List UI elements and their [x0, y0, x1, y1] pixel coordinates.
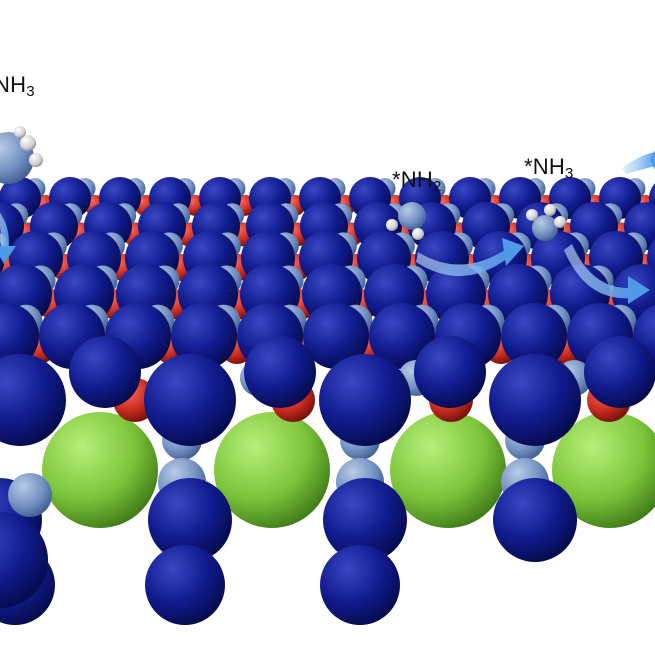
- atom-dark-blue: [69, 336, 141, 408]
- adsorbed-molecules: [0, 126, 566, 241]
- label-star-nh3: *NH3: [524, 154, 573, 182]
- atom-dark-blue: [145, 545, 225, 625]
- label-star-nh2: *NH2: [392, 167, 441, 195]
- atom-layers: [0, 177, 655, 625]
- atom-dark-blue: [501, 303, 567, 369]
- atom-hydrogen: [554, 216, 566, 228]
- atom-hydrogen: [412, 228, 424, 240]
- atom-dark-blue: [369, 303, 435, 369]
- label-star-nh2-main: *NH: [392, 167, 433, 192]
- atom-dark-blue: [414, 336, 486, 408]
- atom-dark-blue: [319, 354, 411, 446]
- curved-arrow-icon: [0, 212, 16, 264]
- atom-dark-blue: [323, 478, 407, 562]
- molecule-nh2: [386, 202, 426, 240]
- label-star-nh2-sub: 2: [432, 178, 442, 195]
- atom-hydrogen: [14, 126, 26, 138]
- atom-dark-blue: [0, 354, 66, 446]
- atom-dark-blue: [303, 303, 369, 369]
- molecule-nh3: [526, 204, 566, 241]
- atom-light-blue: [8, 473, 52, 517]
- atom-hydrogen: [544, 204, 556, 216]
- atom-hydrogen: [29, 153, 43, 167]
- label-star-nh3-main: *NH: [524, 154, 565, 179]
- atom-hydrogen: [526, 209, 538, 221]
- atom-green: [42, 412, 158, 528]
- atom-dark-blue: [148, 478, 232, 562]
- atom-green: [552, 412, 655, 528]
- label-nh3-gas: NH3: [0, 72, 35, 100]
- atom-dark-blue: [320, 545, 400, 625]
- atom-dark-blue: [244, 336, 316, 408]
- reaction-arrows: [0, 150, 655, 304]
- atom-hydrogen: [386, 219, 398, 231]
- atom-nitrogen: [532, 215, 558, 241]
- atom-dark-blue: [489, 354, 581, 446]
- molecule-nh3: [0, 126, 43, 184]
- atom-dark-blue: [493, 478, 577, 562]
- atom-dark-blue: [0, 512, 48, 608]
- atom-green: [214, 412, 330, 528]
- atom-nitrogen: [398, 202, 426, 230]
- atom-dark-blue: [171, 303, 237, 369]
- atom-green: [390, 412, 506, 528]
- atom-dark-blue: [0, 303, 39, 369]
- label-star-nh3-sub: 3: [564, 165, 574, 182]
- atom-hydrogen: [20, 135, 36, 151]
- curved-arrow-icon: [416, 238, 524, 277]
- atom-dark-blue: [144, 354, 236, 446]
- atom-dark-blue: [584, 336, 655, 408]
- curved-arrow-icon: [564, 244, 650, 304]
- label-nh3-gas-main: NH: [0, 72, 27, 97]
- label-nh3-gas-sub: 3: [26, 83, 35, 100]
- curved-arrow-icon: [622, 150, 655, 174]
